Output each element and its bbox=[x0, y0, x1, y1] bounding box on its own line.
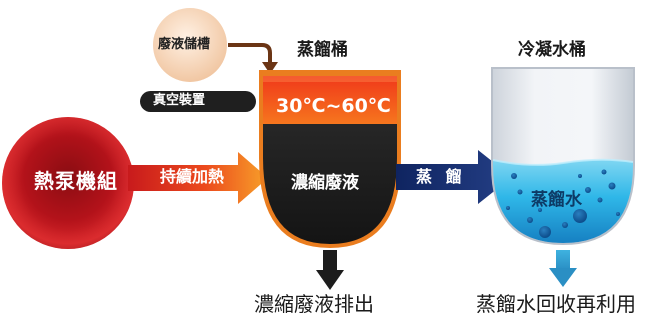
reuse-arrow-head bbox=[549, 268, 577, 287]
concentrate-label: 濃縮廢液 bbox=[291, 173, 359, 193]
discharge-arrow-shaft bbox=[323, 250, 337, 272]
distillation-arrow bbox=[396, 150, 512, 204]
feed-arrow-line bbox=[228, 43, 272, 64]
waste-tank-label: 廢液儲槽 bbox=[158, 37, 211, 52]
continuous-heating-label: 持續加熱 bbox=[160, 167, 225, 186]
concentrate-discharge-label: 濃縮廢液排出 bbox=[254, 292, 374, 316]
distilled-water-reuse-label: 蒸餾水回收再利用 bbox=[476, 292, 636, 316]
condensing-tank-title: 冷凝水桶 bbox=[518, 40, 586, 60]
heat-pump-glow bbox=[2, 117, 134, 249]
waste-tank-circle bbox=[153, 8, 227, 82]
vacuum-device-pill bbox=[140, 91, 256, 112]
distillation-label: 蒸 餾 bbox=[416, 167, 466, 186]
evaporation-tank-title: 蒸餾桶 bbox=[297, 40, 348, 60]
discharge-arrow-head bbox=[316, 270, 344, 290]
distilled-water-label: 蒸餾水 bbox=[531, 190, 582, 210]
temperature-band bbox=[263, 76, 397, 124]
heat-pump-label: 熱泵機組 bbox=[34, 169, 118, 193]
vacuum-device-label: 真空裝置 bbox=[153, 93, 206, 108]
temperature-label: 30℃~60℃ bbox=[276, 95, 391, 117]
temperature-band-highlight bbox=[263, 76, 397, 82]
water-surface bbox=[492, 158, 634, 166]
heating-arrow bbox=[128, 152, 268, 204]
water-bubbles bbox=[506, 169, 620, 238]
reuse-arrow-shaft bbox=[556, 250, 570, 270]
feed-arrow-head bbox=[262, 62, 278, 74]
